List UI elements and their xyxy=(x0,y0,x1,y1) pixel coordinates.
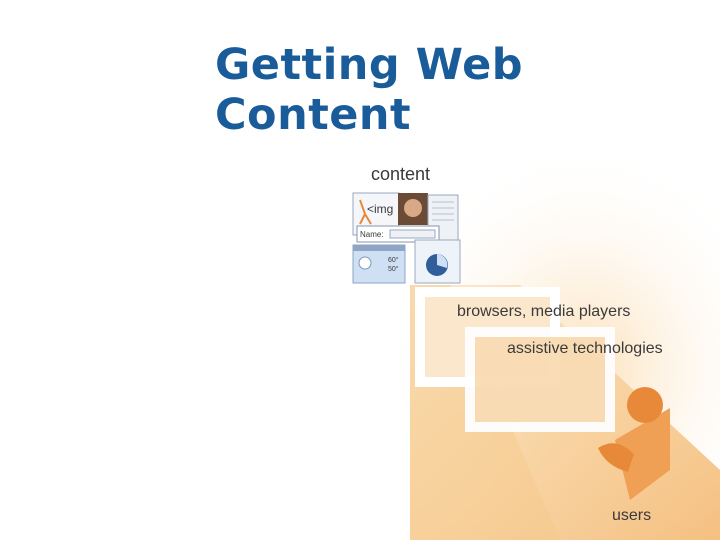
slide-title: Getting Web Content xyxy=(215,40,524,140)
name-field-thumbnail: Name: xyxy=(356,225,440,243)
users-label: users xyxy=(612,507,651,524)
user-figure xyxy=(598,387,670,500)
weather-temp-high: 60° xyxy=(388,256,399,264)
pie-chart-thumbnail xyxy=(414,239,461,284)
assistive-frame xyxy=(465,327,615,432)
weather-thumbnail: 60° 50° xyxy=(352,244,406,284)
name-field-label: Name: xyxy=(360,230,384,239)
img-tag-text: <img xyxy=(367,202,393,216)
browsers-label: browsers, media players xyxy=(457,303,630,320)
weather-temp-low: 50° xyxy=(388,265,399,273)
content-thumbnails: <img Name: 60° 50° xyxy=(352,192,461,284)
content-label: content xyxy=(371,164,430,184)
assistive-label: assistive technologies xyxy=(507,340,663,357)
